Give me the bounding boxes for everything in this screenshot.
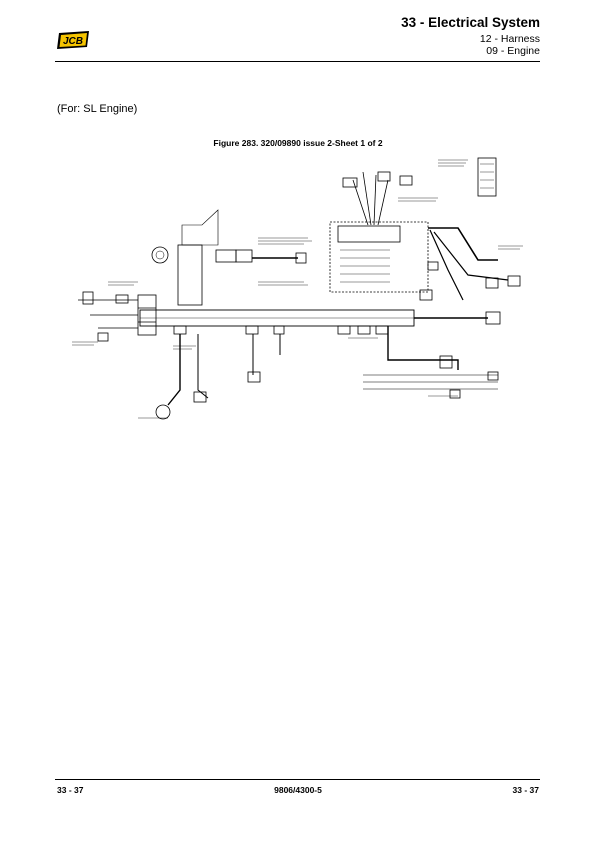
applicability-note: (For: SL Engine): [57, 103, 138, 115]
section-subtitle-engine: 09 - Engine: [486, 45, 540, 57]
figure-caption: Figure 283. 320/09890 issue 2-Sheet 1 of…: [213, 138, 383, 148]
jcb-logo: JCB: [55, 30, 91, 50]
svg-text:JCB: JCB: [63, 36, 83, 47]
header-rule: [55, 61, 540, 62]
wiring-harness-diagram: [68, 150, 528, 430]
section-subtitle-harness: 12 - Harness: [479, 33, 540, 45]
footer-rule: [55, 779, 540, 780]
page-number-left: 33 - 37: [57, 785, 84, 795]
document-number: 9806/4300-5: [274, 785, 322, 795]
section-title: 33 - Electrical System: [401, 15, 540, 30]
page-number-right: 33 - 37: [512, 785, 539, 795]
